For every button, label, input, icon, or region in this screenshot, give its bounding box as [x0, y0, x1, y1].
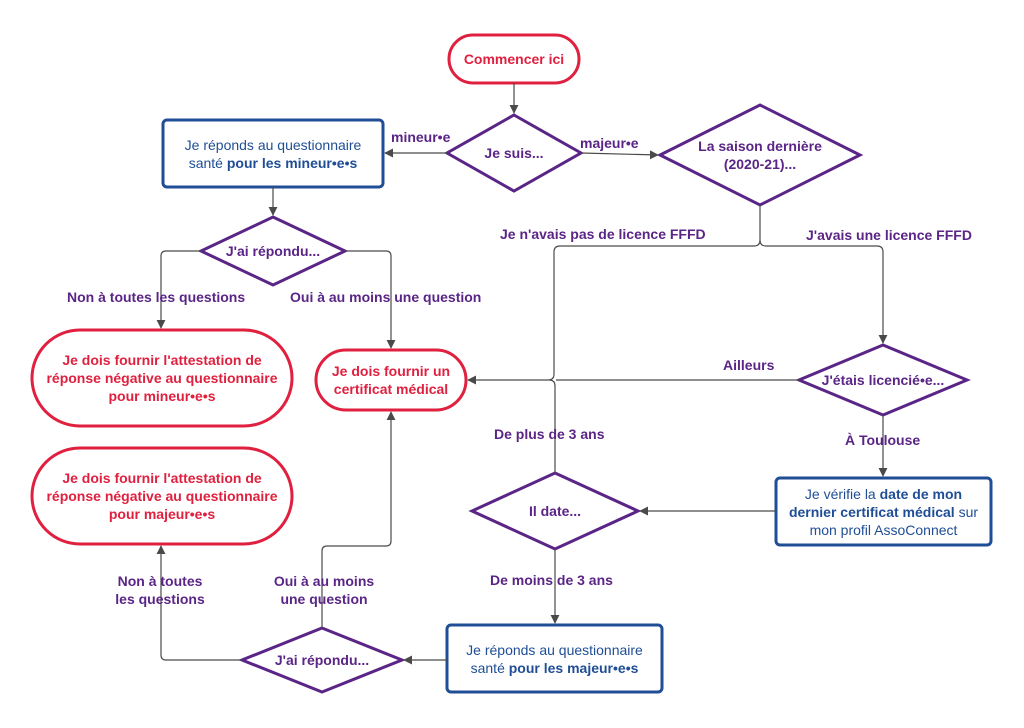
je-suis-decision-shape [443, 113, 585, 193]
attestation-mineurs-label: Je dois fournir l'attestation de réponse… [46, 352, 278, 404]
il-date-decision: Il date... [500, 498, 610, 524]
questionnaire-mineurs-node: Je réponds au questionnaire santé pour l… [168, 125, 378, 182]
start-node: Commencer ici [449, 35, 579, 83]
certificat-medical-terminal [314, 348, 468, 412]
arrow-repondu-majeurs-to-certificat [321, 411, 396, 628]
jai-repondu-mineurs-decision-shape [197, 215, 349, 287]
saison-derniere-label: La saison dernière (2020-21)... [698, 138, 822, 172]
saison-derniere-decision: La saison dernière (2020-21)... [690, 133, 830, 177]
edge-label-non-toutes-mineurs: Non à toutes les questions [67, 289, 246, 305]
questionnaire-majeurs-text: Je réponds au questionnaire santé pour l… [452, 641, 657, 677]
arrow-repondu-to-certificat [345, 250, 396, 349]
jai-repondu-majeurs-decision: J'ai répondu... [262, 647, 382, 673]
edge-label-mineur: mineur•e [391, 129, 451, 145]
arrow-saison-to-etais-licencie [759, 239, 888, 344]
arrow-je-suis-to-saison [580, 150, 659, 160]
verifie-date-text: Je vérifie la date de mon dernier certif… [780, 485, 987, 539]
jai-repondu-majeurs-label: J'ai répondu... [274, 652, 370, 668]
etais-licencie-decision: J'étais licencié•e... [810, 367, 956, 393]
edge-label-plus-3-ans: De plus de 3 ans [494, 426, 605, 442]
attestation-mineurs-terminal [30, 328, 294, 428]
verifie-date-pre: Je vérifie la [804, 485, 880, 502]
arrow-il-date-to-certificat [548, 379, 556, 473]
certificat-medical-label: Je dois fournir un certificat médical [331, 363, 451, 397]
edge-label-toulouse: À Toulouse [845, 432, 921, 448]
edge-label-avait-licence: J'avais une licence FFFD [806, 227, 972, 243]
attestation-majeurs-node: Je dois fournir l'attestation de réponse… [42, 453, 282, 539]
edge-label-moins-3-ans: De moins de 3 ans [490, 572, 613, 588]
edge-label-oui-une-mineurs: Oui à au moins une question [290, 289, 482, 305]
edge-label-oui-une-majeurs: Oui à au moins une question [273, 573, 375, 607]
questionnaire-mineurs-bold: pour les mineur•e•s [226, 154, 358, 171]
arrow-saison-trunk [467, 205, 761, 385]
verifie-date-bold: date de mon dernier certificat médical [788, 485, 963, 520]
etais-licencie-label: J'étais licencié•e... [821, 372, 945, 388]
edge-label-majeur: majeur•e [580, 135, 639, 151]
start-label: Commencer ici [463, 51, 565, 67]
attestation-majeurs-label: Je dois fournir l'attestation de réponse… [46, 470, 278, 522]
edge-label-non-toutes-majeurs: Non à toutes les questions [115, 573, 205, 607]
edge-label-pas-licence: Je n'avais pas de licence FFFD [500, 226, 706, 242]
questionnaire-majeurs-box [445, 623, 664, 694]
il-date-label: Il date... [528, 503, 582, 519]
attestation-majeurs-terminal [30, 446, 294, 546]
questionnaire-mineurs-text: Je réponds au questionnaire santé pour l… [168, 136, 378, 172]
certificat-medical-node: Je dois fournir un certificat médical [321, 352, 461, 408]
edge-label-ailleurs: Ailleurs [723, 357, 775, 373]
arrow-repondu-to-attestation-majeurs [156, 545, 242, 661]
questionnaire-mineurs-pre: Je réponds au questionnaire santé [184, 136, 362, 171]
jai-repondu-mineurs-label: J'ai répondu... [225, 243, 321, 259]
jai-repondu-mineurs-decision: J'ai répondu... [216, 238, 330, 264]
je-suis-label: Je suis... [484, 145, 544, 161]
attestation-mineurs-node: Je dois fournir l'attestation de réponse… [42, 335, 282, 421]
verifie-date-post: sur mon profil AssoConnect [809, 503, 979, 538]
questionnaire-majeurs-node: Je réponds au questionnaire santé pour l… [452, 630, 657, 687]
je-suis-decision: Je suis... [467, 140, 561, 166]
arrow-repondu-to-attestation-mineurs [156, 250, 201, 329]
verifie-date-node: Je vérifie la date de mon dernier certif… [780, 481, 987, 542]
jai-repondu-majeurs-decision-shape [237, 626, 407, 694]
questionnaire-majeurs-pre: Je réponds au questionnaire santé [466, 641, 643, 676]
questionnaire-majeurs-bold: pour les majeur•e•s [508, 659, 639, 676]
